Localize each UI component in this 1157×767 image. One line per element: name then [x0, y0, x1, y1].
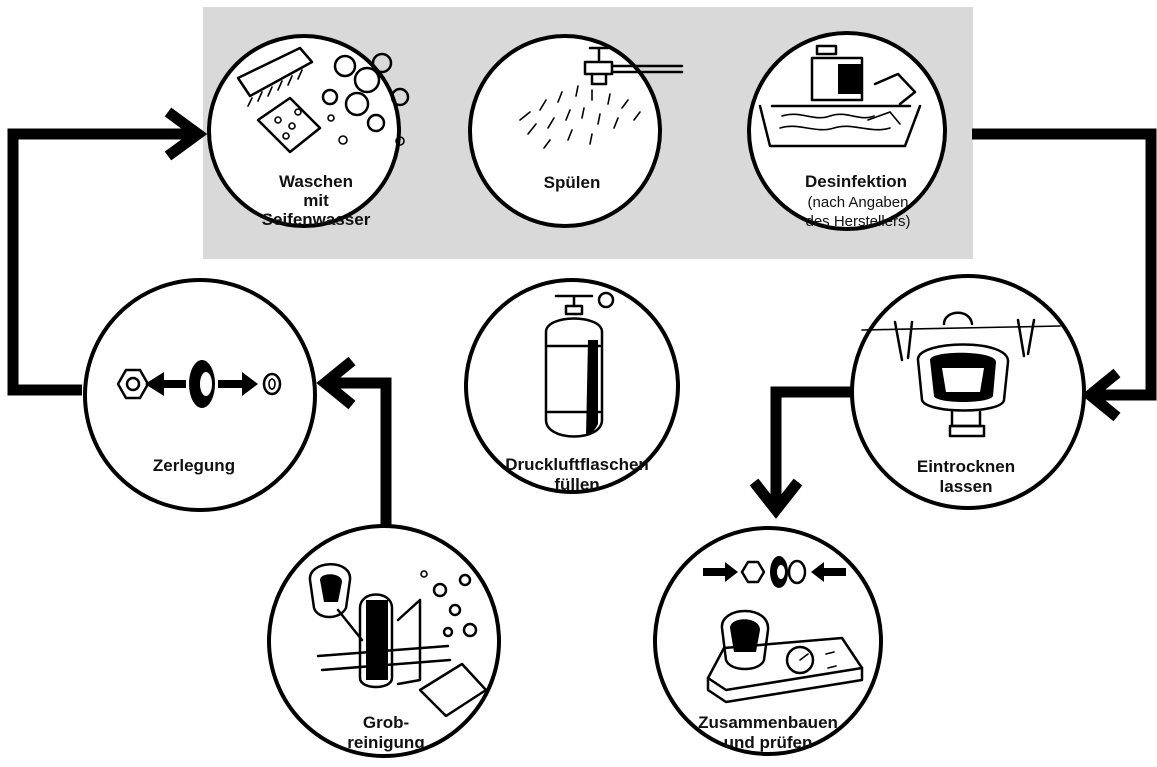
step-spuelen: Spülen	[468, 34, 684, 228]
step-label-line: Waschen	[279, 172, 353, 191]
step-label-line: und prüfen	[724, 733, 813, 752]
mask-test-bench-icon	[703, 556, 864, 704]
step-label-line: füllen	[554, 475, 599, 494]
step-zerlegung: Zerlegung	[83, 278, 317, 512]
disinfection-tray-icon	[758, 44, 922, 148]
step-waschen: Waschen mit Seifenwasser	[207, 34, 410, 229]
step-label-line: Zusammenbauen	[698, 713, 838, 732]
step-sublabel-line: (nach Angaben	[808, 194, 909, 211]
step-sublabel-line: des Herstellers)	[805, 213, 910, 230]
arrowhead-into-eintrocknen	[1081, 368, 1121, 422]
step-label-line: Seifenwasser	[262, 210, 371, 229]
step-label-line: Druckluftflaschen	[505, 455, 649, 474]
step-druckluft: Druckluftflaschen füllen	[464, 278, 680, 494]
step-label-line: reinigung	[347, 733, 424, 752]
flow-line-eintrocknen-to-zusammenbauen	[770, 386, 852, 510]
step-desinfektion: Desinfektion (nach Angaben des Herstelle…	[747, 31, 947, 231]
step-label-line: Grob-	[363, 713, 409, 732]
arrowhead-into-zusammenbauen	[749, 478, 803, 519]
brush-sponge-bubbles-icon	[236, 46, 410, 154]
breathing-apparatus-icon	[308, 563, 488, 718]
air-cylinder-icon	[544, 291, 615, 438]
arrowhead-into-zerlegung	[316, 356, 356, 410]
step-label-line: mit	[303, 191, 329, 210]
step-eintrocknen: Eintrocknen lassen	[850, 274, 1086, 510]
arrowhead-into-waschen	[164, 107, 208, 161]
flow-line-zerlegung-to-waschen	[7, 128, 200, 396]
step-label-line: Spülen	[544, 173, 601, 192]
drying-mask-icon	[861, 311, 1061, 438]
water-tap-icon	[519, 46, 684, 149]
flow-line-desinfektion-to-eintrocknen	[972, 128, 1157, 401]
flow-line-grob-to-zerlegung	[326, 377, 392, 525]
step-label-line: Desinfektion	[805, 172, 907, 191]
disassembly-parts-icon	[116, 360, 282, 408]
step-label-line: Zerlegung	[153, 456, 235, 475]
step-label-line: Eintrocknen	[917, 457, 1015, 476]
step-label-line: lassen	[940, 477, 993, 496]
step-grob: Grob- reinigung	[267, 524, 501, 758]
step-zusammenbauen: Zusammenbauen und prüfen	[653, 526, 883, 756]
